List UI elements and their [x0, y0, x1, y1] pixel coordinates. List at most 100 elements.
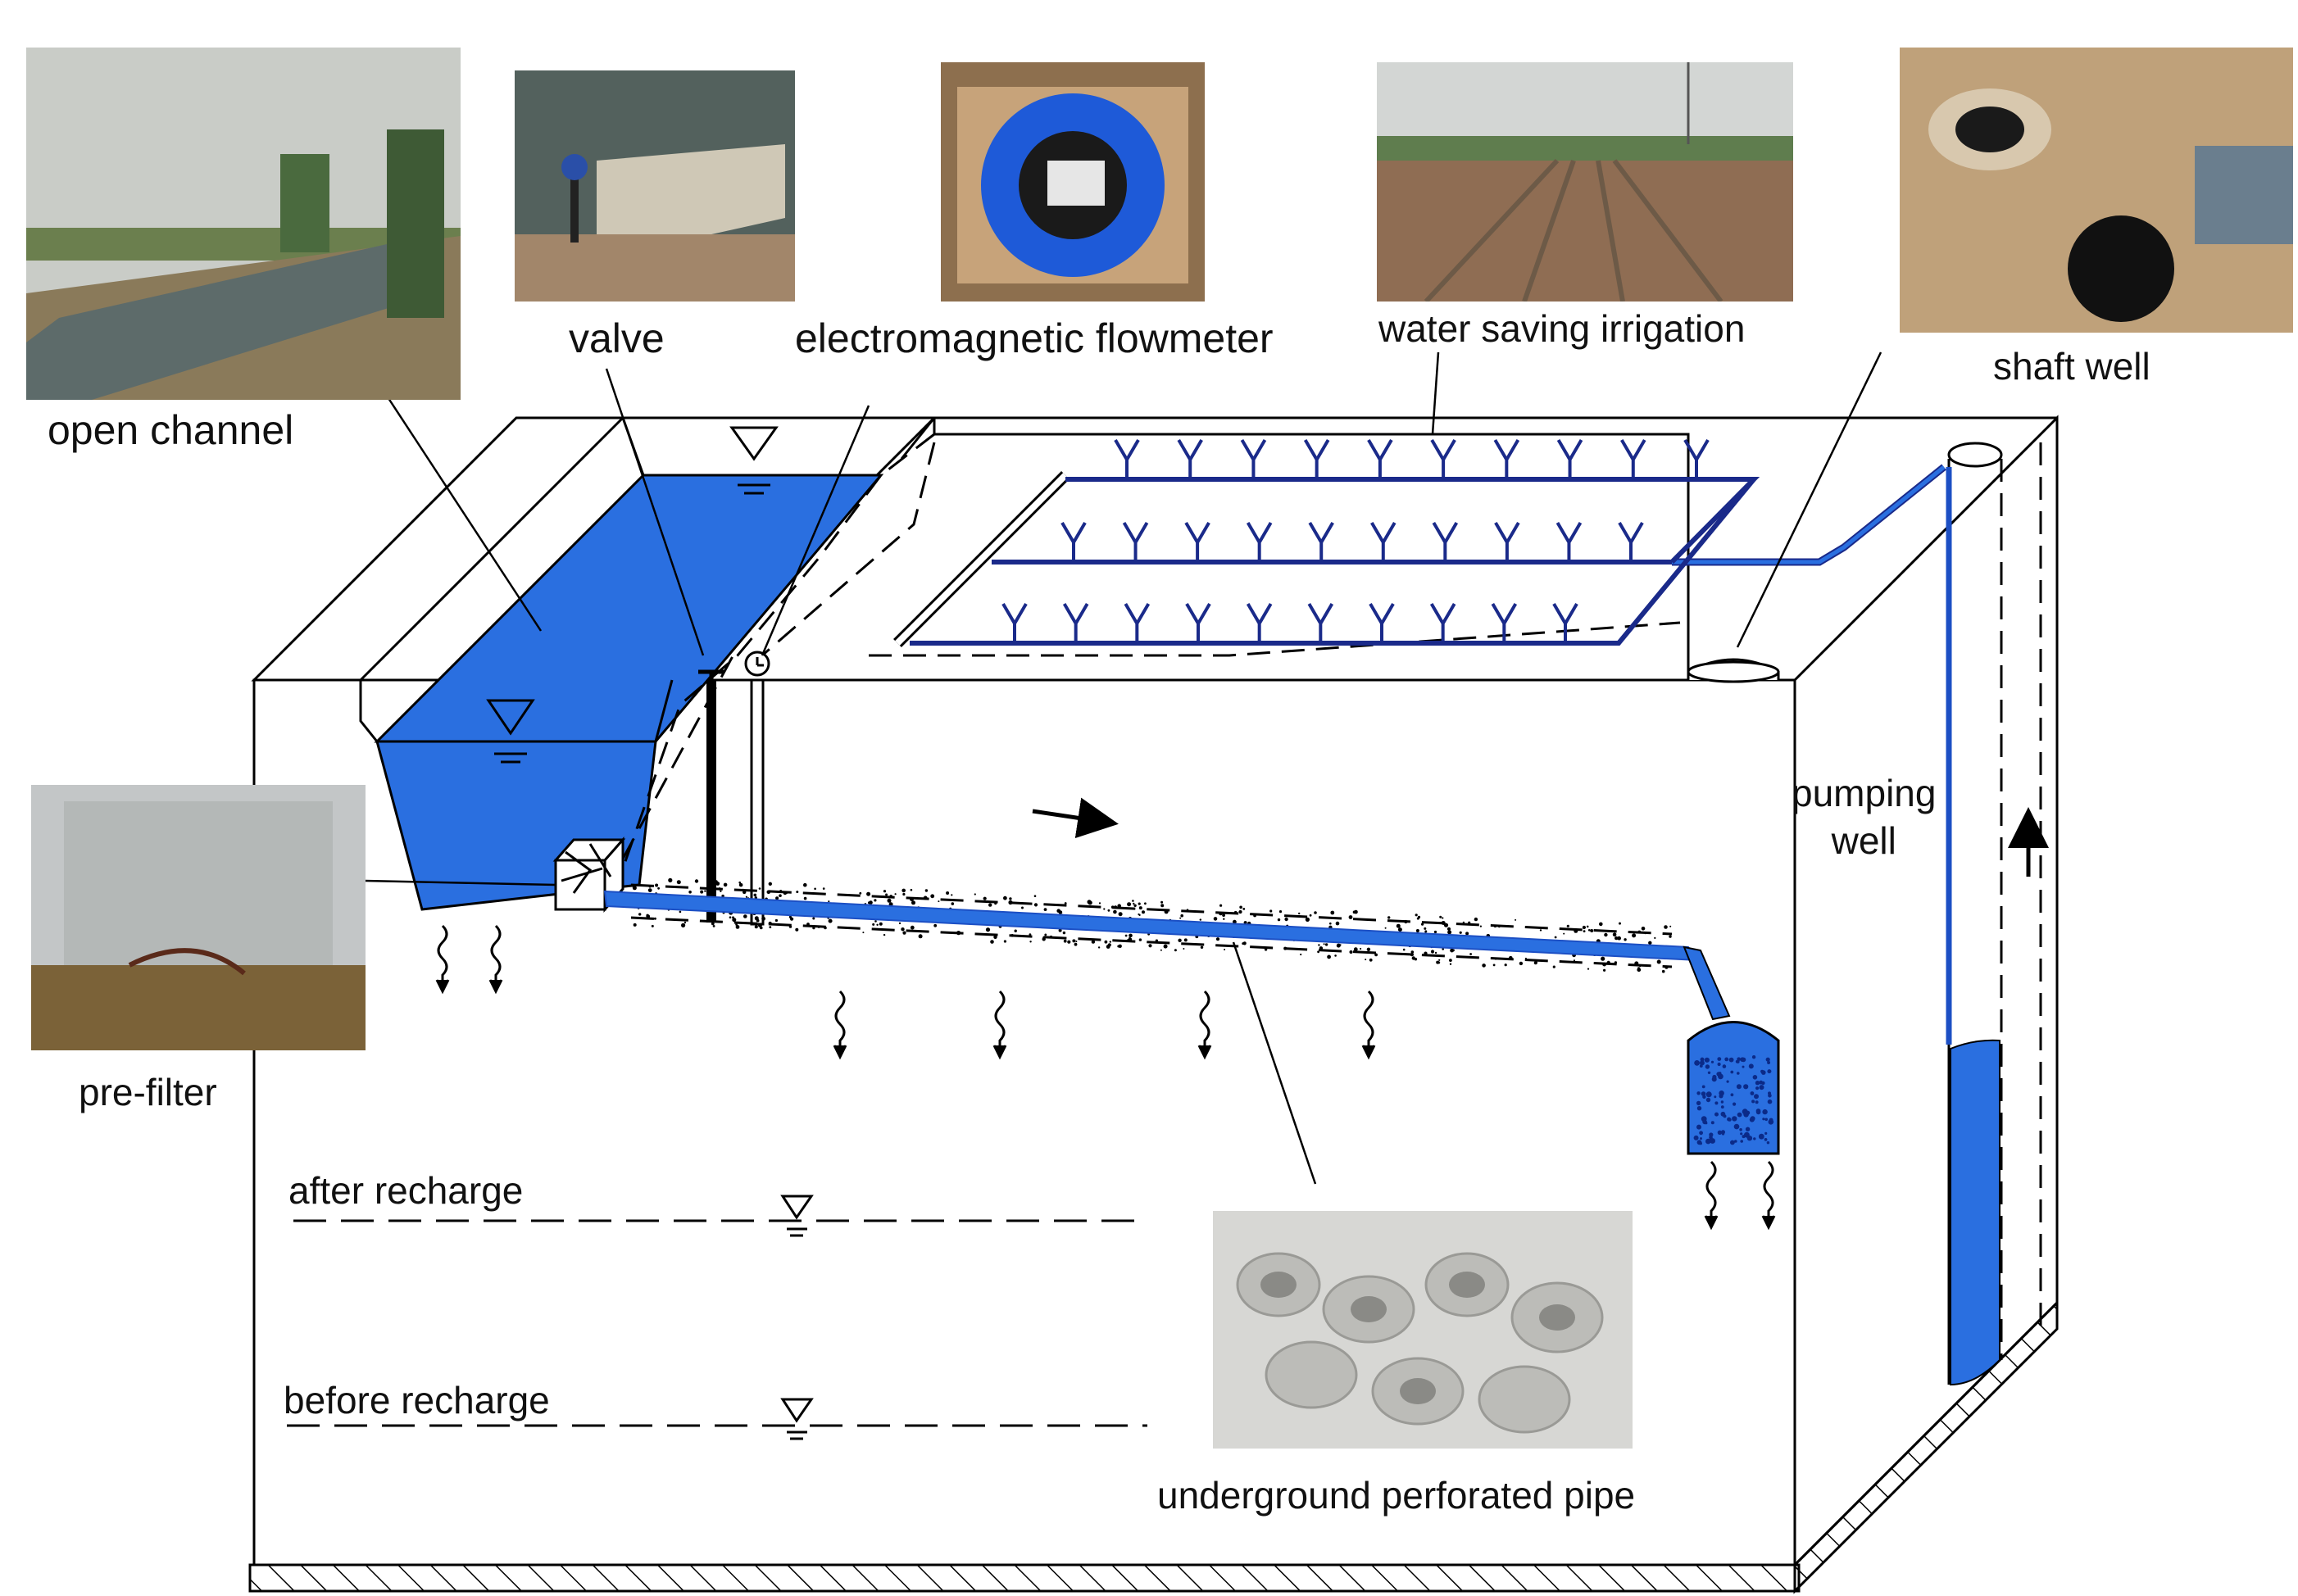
gravel-dot	[1324, 943, 1328, 946]
gravel-dot	[1062, 931, 1066, 935]
sprinkler-y-icon	[1432, 521, 1459, 562]
chamber-dot	[1764, 1131, 1768, 1135]
gravel-dot	[1469, 953, 1472, 955]
gravel-dot	[1043, 908, 1047, 911]
gravel-dot	[1075, 941, 1078, 942]
gravel-dot	[679, 910, 682, 914]
gravel-dot	[700, 890, 704, 894]
gravel-dot	[1641, 927, 1646, 931]
gravel-dot	[729, 916, 732, 918]
gravel-dot	[1199, 918, 1202, 921]
gravel-dot	[1539, 929, 1542, 932]
chamber-dot	[1752, 1075, 1758, 1080]
gravel-dot	[1160, 904, 1165, 908]
sprinkler-y-icon	[1552, 602, 1578, 643]
chamber-dot	[1751, 1100, 1755, 1104]
chamber-dot	[1740, 1132, 1743, 1136]
chamber-dot	[1730, 1093, 1734, 1097]
chamber-dot	[1696, 1124, 1701, 1130]
gravel-dot	[1437, 961, 1441, 964]
chamber-dot	[1734, 1140, 1737, 1143]
gravel-dot	[1669, 935, 1672, 938]
irrigation-photo	[1377, 62, 1793, 302]
gravel-dot	[1174, 949, 1177, 952]
chamber-dot	[1714, 1101, 1719, 1105]
chamber-dot	[1730, 1140, 1735, 1145]
gravel-dot	[1138, 902, 1141, 905]
gravel-dot	[638, 913, 642, 916]
gravel-dot	[1612, 932, 1617, 936]
chamber-dot	[1764, 1138, 1768, 1141]
gravel-dot	[974, 893, 976, 895]
chamber-dot	[1769, 1118, 1773, 1122]
gravel-dot	[1219, 904, 1223, 907]
gravel-dot	[1434, 951, 1437, 954]
gravel-dot	[753, 893, 757, 897]
sprinkler-y-icon	[1494, 521, 1520, 562]
gravel-dot	[1133, 902, 1135, 905]
seepage-arrow-head	[833, 1045, 847, 1060]
gravel-dot	[681, 923, 686, 927]
gravel-dot	[887, 898, 892, 903]
gravel-dot	[1309, 914, 1312, 917]
sprinkler-y-icon	[1307, 602, 1334, 643]
gravel-dot	[795, 927, 799, 932]
gravel-dot	[911, 900, 915, 905]
gravel-dot	[758, 887, 761, 890]
gravel-dot	[1336, 943, 1341, 948]
chamber-dot	[1740, 1140, 1743, 1143]
gravel-dot	[812, 917, 815, 920]
gravel-dot	[1058, 928, 1062, 932]
gravel-dot	[1349, 950, 1353, 954]
gravel-dot	[657, 886, 660, 890]
chamber-dot	[1709, 1138, 1713, 1142]
gravel-dot	[874, 899, 877, 902]
chamber-dot	[1719, 1090, 1724, 1096]
chamber-dot	[1716, 1072, 1721, 1077]
label-flowmeter: electromagnetic flowmeter	[795, 315, 1274, 361]
gravel-dot	[1064, 902, 1067, 905]
gravel-dot	[720, 890, 722, 893]
gravel-dot	[1632, 933, 1637, 938]
gravel-dot	[1415, 929, 1419, 932]
gravel-dot	[1029, 933, 1032, 936]
gravel-dot	[1415, 914, 1418, 917]
valve-post	[698, 669, 724, 923]
gravel-dot	[1411, 956, 1416, 960]
chamber-dot	[1745, 1127, 1751, 1131]
sprinkler-y-icon	[1122, 521, 1149, 562]
chamber-dot	[1749, 1117, 1755, 1122]
gravel-dot	[872, 923, 875, 926]
chamber-dot	[1758, 1133, 1764, 1140]
seepage-arrow-head	[1761, 1215, 1776, 1231]
pumping-well	[1687, 658, 1780, 683]
sprinkler-y-icon	[1185, 602, 1211, 643]
gravel-dot	[1582, 925, 1586, 930]
gravel-dot	[1664, 925, 1668, 929]
gravel-dot	[1330, 910, 1335, 915]
chamber-dot	[1710, 1060, 1714, 1063]
gravel-dot	[1003, 940, 1006, 943]
gravel-dot	[1097, 946, 1101, 949]
gravel-dot	[901, 927, 905, 932]
gravel-dot	[1183, 938, 1188, 942]
gravel-dot	[902, 931, 906, 935]
gravel-dot	[1239, 905, 1242, 909]
gravel-dot	[754, 925, 758, 929]
gravel-dot	[910, 888, 913, 891]
chamber-dot	[1765, 1057, 1770, 1062]
gravel-dot	[951, 894, 953, 896]
gravel-dot	[1128, 937, 1132, 941]
gravel-dot	[1433, 930, 1437, 934]
gravel-dot	[1360, 947, 1362, 950]
gravel-dot	[738, 881, 741, 884]
irrigation-supply-pipe	[1672, 464, 1946, 566]
sprinkler-y-icon	[1367, 438, 1393, 479]
seepage-arrow-icon	[1199, 990, 1210, 1054]
flow-arrow-icon	[1032, 797, 1119, 839]
gravel-dot	[1222, 914, 1225, 917]
gravel-dot	[1334, 954, 1337, 957]
gravel-dot	[1504, 963, 1507, 967]
flowmeter-post	[744, 651, 770, 926]
water-level-triangle-icon	[486, 426, 779, 764]
